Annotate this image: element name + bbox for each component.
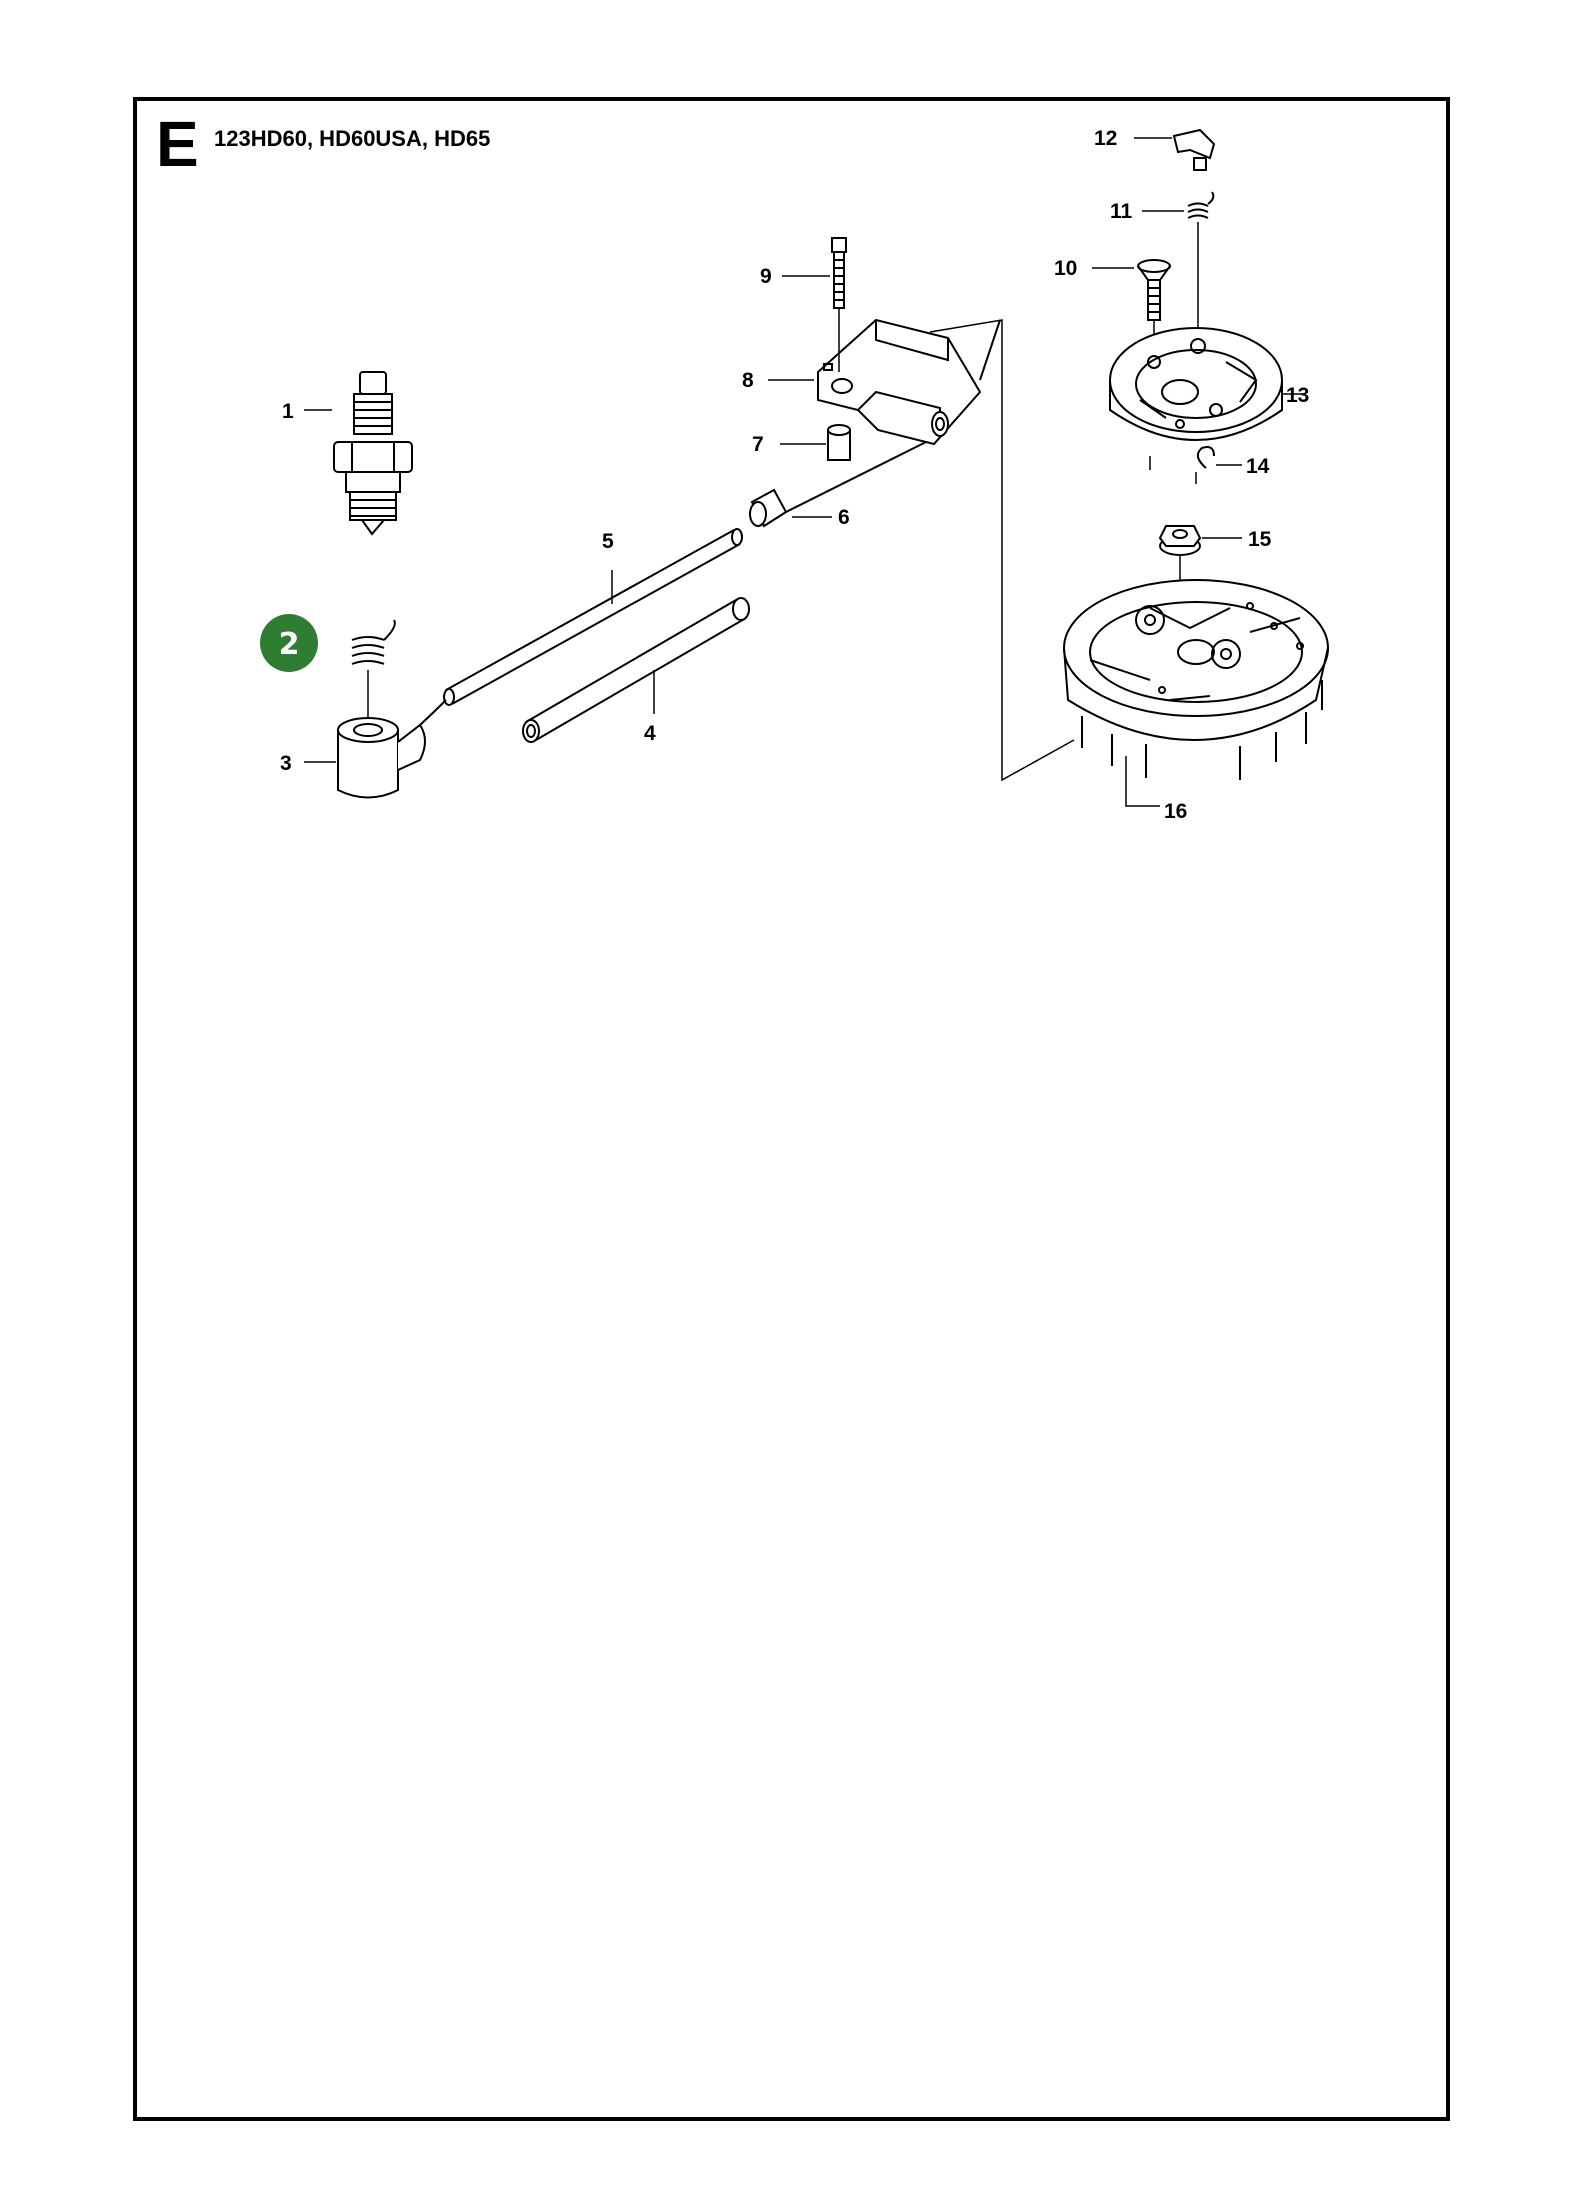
callout-12: 12 (1094, 127, 1117, 150)
ignition-module-drawing (817, 318, 1001, 446)
flywheel-drawing (1063, 579, 1329, 780)
callout-10: 10 (1054, 257, 1077, 280)
callout-5: 5 (602, 530, 614, 553)
spring-drawing (351, 619, 396, 720)
section-letter: E (156, 108, 199, 180)
callout-7: 7 (752, 433, 764, 456)
spacer-sleeve-drawing (827, 424, 851, 461)
highlight-badge-2: 2 (260, 614, 318, 672)
highlight-badge-label: 2 (279, 627, 300, 662)
highlight-badge-circle (260, 614, 318, 672)
callout-8: 8 (742, 369, 754, 392)
callout-6: 6 (838, 506, 850, 529)
callout-11: 11 (1110, 200, 1133, 223)
diagram-frame (133, 97, 1450, 2121)
circlip-drawing (1149, 446, 1215, 484)
spring-11-drawing (1187, 191, 1215, 350)
callout-9: 9 (760, 265, 772, 288)
callout-13: 13 (1286, 384, 1309, 407)
flange-nut-drawing (1158, 525, 1202, 616)
callout-3: 3 (280, 752, 292, 775)
callout-14: 14 (1246, 455, 1270, 478)
callout-4: 4 (644, 722, 656, 745)
hose-drawing (522, 597, 750, 743)
spark-plug-drawing (333, 371, 413, 536)
pawl-drawing (1172, 128, 1216, 171)
starter-pulley-drawing (1109, 327, 1283, 441)
ignition-cable-drawing (419, 528, 743, 726)
countersunk-screw-drawing (1137, 259, 1171, 356)
grommet-drawing (749, 439, 931, 528)
model-list: 123HD60, HD60USA, HD65 (214, 126, 491, 151)
module-screw-drawing (831, 237, 847, 372)
callout-16: 16 (1164, 800, 1187, 823)
callout-labels: 1 3 4 5 6 7 8 9 10 11 12 13 14 15 16 (280, 127, 1309, 823)
spark-plug-cap-drawing (337, 717, 426, 799)
callout-15: 15 (1248, 528, 1272, 551)
callout-1: 1 (282, 400, 294, 423)
